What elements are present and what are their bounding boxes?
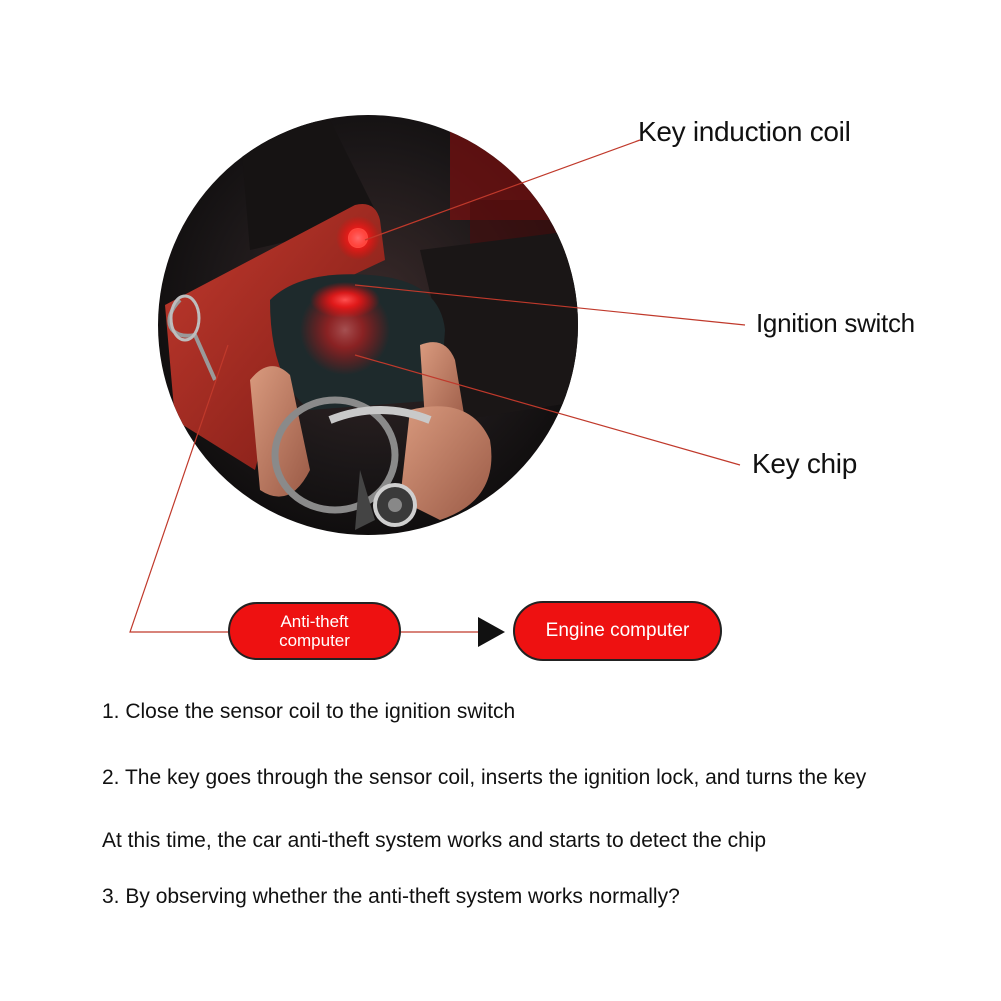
- key-inserted-in-ignition-photo: [158, 115, 578, 535]
- label-key-induction-coil: Key induction coil: [638, 116, 851, 147]
- label-key-chip: Key chip: [752, 448, 857, 479]
- step-1: 1. Close the sensor coil to the ignition…: [102, 700, 516, 723]
- leader-lines: [129, 139, 746, 633]
- step-3: 3. By observing whether the anti-theft s…: [102, 885, 680, 908]
- step-2: 2. The key goes through the sensor coil,…: [102, 766, 867, 789]
- label-ignition-switch: Ignition switch: [756, 308, 915, 338]
- engine-computer-box: Engine computer: [513, 601, 722, 661]
- arrow-right-icon: [478, 617, 505, 647]
- step-2-note: At this time, the car anti-theft system …: [102, 829, 767, 852]
- anti-theft-computer-box: Anti-theft computer: [228, 602, 401, 660]
